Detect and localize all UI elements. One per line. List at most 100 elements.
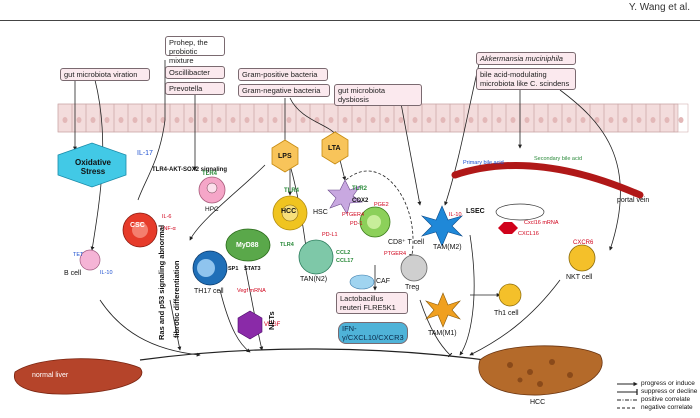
label-ptger4-b: PTGER4 [384, 251, 407, 257]
label-hsc: HSC [313, 209, 328, 216]
epithelial-nucleus [468, 117, 474, 123]
label-primary-bile: Primary bile acid [463, 160, 504, 166]
label-vegf: VEGF [264, 322, 281, 328]
label-tlr4-hcc: TLR4 [284, 188, 299, 194]
label-stat3: STAT3 [244, 266, 261, 272]
label-bcell: B cell [64, 270, 82, 277]
label-tlr4-hpc: TLR4 [202, 171, 217, 177]
epithelial-nucleus [342, 117, 348, 123]
epithelial-nucleus [118, 117, 124, 123]
epithelial-nucleus [524, 117, 530, 123]
box-bile-acid-microbiota: bile acid-modulating microbiota like C. … [476, 68, 576, 90]
epithelial-nucleus [510, 117, 516, 123]
label-il17: IL-17 [137, 150, 153, 157]
label-ptger4-a: PTGER4 [342, 212, 365, 218]
epithelial-nucleus [384, 117, 390, 123]
label-tam-m1: TAM(M1) [428, 330, 457, 337]
epithelial-nucleus [482, 117, 488, 123]
label-ccl17: CCL17 [336, 258, 354, 264]
myd88-node [225, 228, 271, 262]
cxcl16-hexagon [498, 222, 518, 234]
epithelial-nucleus [370, 117, 376, 123]
epithelial-nucleus [454, 117, 460, 123]
label-hpc: HPC [205, 206, 219, 213]
label-tlr4-akt-sox2: TLR4-AKT-SOX2 signaling [152, 167, 228, 173]
label-nkt: NKT cell [566, 274, 593, 281]
label-portal-vein: portal vein [617, 197, 650, 204]
header-rule [0, 20, 700, 21]
epithelial-nucleus [328, 117, 334, 123]
label-lta: LTA [328, 145, 341, 152]
hcc-nodules [507, 359, 573, 387]
epithelial-nucleus [426, 117, 432, 123]
epithelial-nucleus [496, 117, 502, 123]
portal-vein [451, 162, 644, 199]
epithelial-nucleus [594, 117, 600, 123]
epithelial-nucleus [552, 117, 558, 123]
box-gram-positive: Gram-positive bacteria [238, 68, 328, 81]
lta-hexagon [321, 131, 349, 165]
epithelial-nucleus [650, 117, 656, 123]
epithelial-nucleus [538, 117, 544, 123]
label-treg: Treg [405, 284, 420, 291]
box-gut-dysbiosis: gut microbiota dysbiosis [334, 84, 422, 106]
label-tlr4-tan: TLR4 [280, 242, 294, 248]
label-hcc-cell: HCC [281, 208, 297, 215]
epithelial-nucleus [412, 117, 418, 123]
box-lactobacillus: Lactobacillus reuteri FLRE5K1 [336, 292, 408, 314]
label-fibrotic: fibrotic differentiation [172, 260, 181, 339]
label-normal-liver: normal liver [32, 372, 69, 379]
epithelial-nucleus [678, 117, 684, 123]
label-lps: LPS [278, 153, 292, 160]
label-hcc-liver: HCC [530, 399, 546, 406]
epithelial-nucleus [300, 117, 306, 123]
epithelial-nucleus [132, 117, 138, 123]
intestinal-epithelium [57, 103, 689, 133]
label-th1: Th1 cell [494, 310, 519, 317]
vegf-hexagon [237, 310, 263, 340]
normal-liver-shape [14, 358, 143, 395]
epithelial-nucleus [356, 117, 362, 123]
epithelial-nucleus [580, 117, 586, 123]
epithelial-nucleus [146, 117, 152, 123]
label-pge2: PGE2 [374, 202, 389, 208]
epithelial-nucleus [216, 117, 222, 123]
oxidative-stress-node [57, 142, 127, 188]
lps-hexagon [271, 139, 299, 173]
epithelial-nucleus [62, 117, 68, 123]
epithelial-nucleus [398, 117, 404, 123]
box-prevotella: Prevotella [165, 82, 225, 95]
box-gram-negative: Gram-negative bacteria [238, 84, 330, 97]
epithelial-nucleus [622, 117, 628, 123]
tam-m1-cell [425, 292, 461, 328]
epithelial-nucleus [636, 117, 642, 123]
running-header: Y. Wang et al. [628, 2, 690, 13]
tan-cell [298, 239, 334, 275]
epithelial-nucleus [272, 117, 278, 123]
label-pdl1: PD-L1 [322, 232, 338, 238]
epithelial-nucleus [566, 117, 572, 123]
box-prohep: Prohep, the probiotic mixture [165, 36, 225, 65]
epithelial-nucleus [286, 117, 292, 123]
epithelial-nucleus [76, 117, 82, 123]
box-gut-viration: gut microbiota viration [60, 68, 150, 81]
label-il6: IL-6 [162, 214, 172, 220]
label-csc: CSC [130, 222, 145, 229]
label-cxcr6: CXCR6 [573, 240, 594, 246]
box-oscillibacter: Oscillibacter [165, 66, 225, 79]
epithelial-nucleus [174, 117, 180, 123]
epithelial-nucleus [90, 117, 96, 123]
label-myd88: MyD88 [236, 242, 259, 249]
epithelial-nucleus [188, 117, 194, 123]
label-tlr2: TLR2 [352, 186, 367, 192]
label-cxcl16-mrna: Cxcl16 mRNA [524, 220, 559, 226]
epithelial-nucleus [608, 117, 614, 123]
label-ras-p53: Ras and p53 signaling abnormal [157, 224, 166, 340]
label-il10-tam: IL-10 [449, 212, 462, 218]
epithelial-nucleus [104, 117, 110, 123]
legend-item-label: progress or induce [641, 380, 695, 387]
label-il10-bcell: IL-10 [100, 270, 113, 276]
legend-item-label: suppress or decline [641, 388, 698, 395]
